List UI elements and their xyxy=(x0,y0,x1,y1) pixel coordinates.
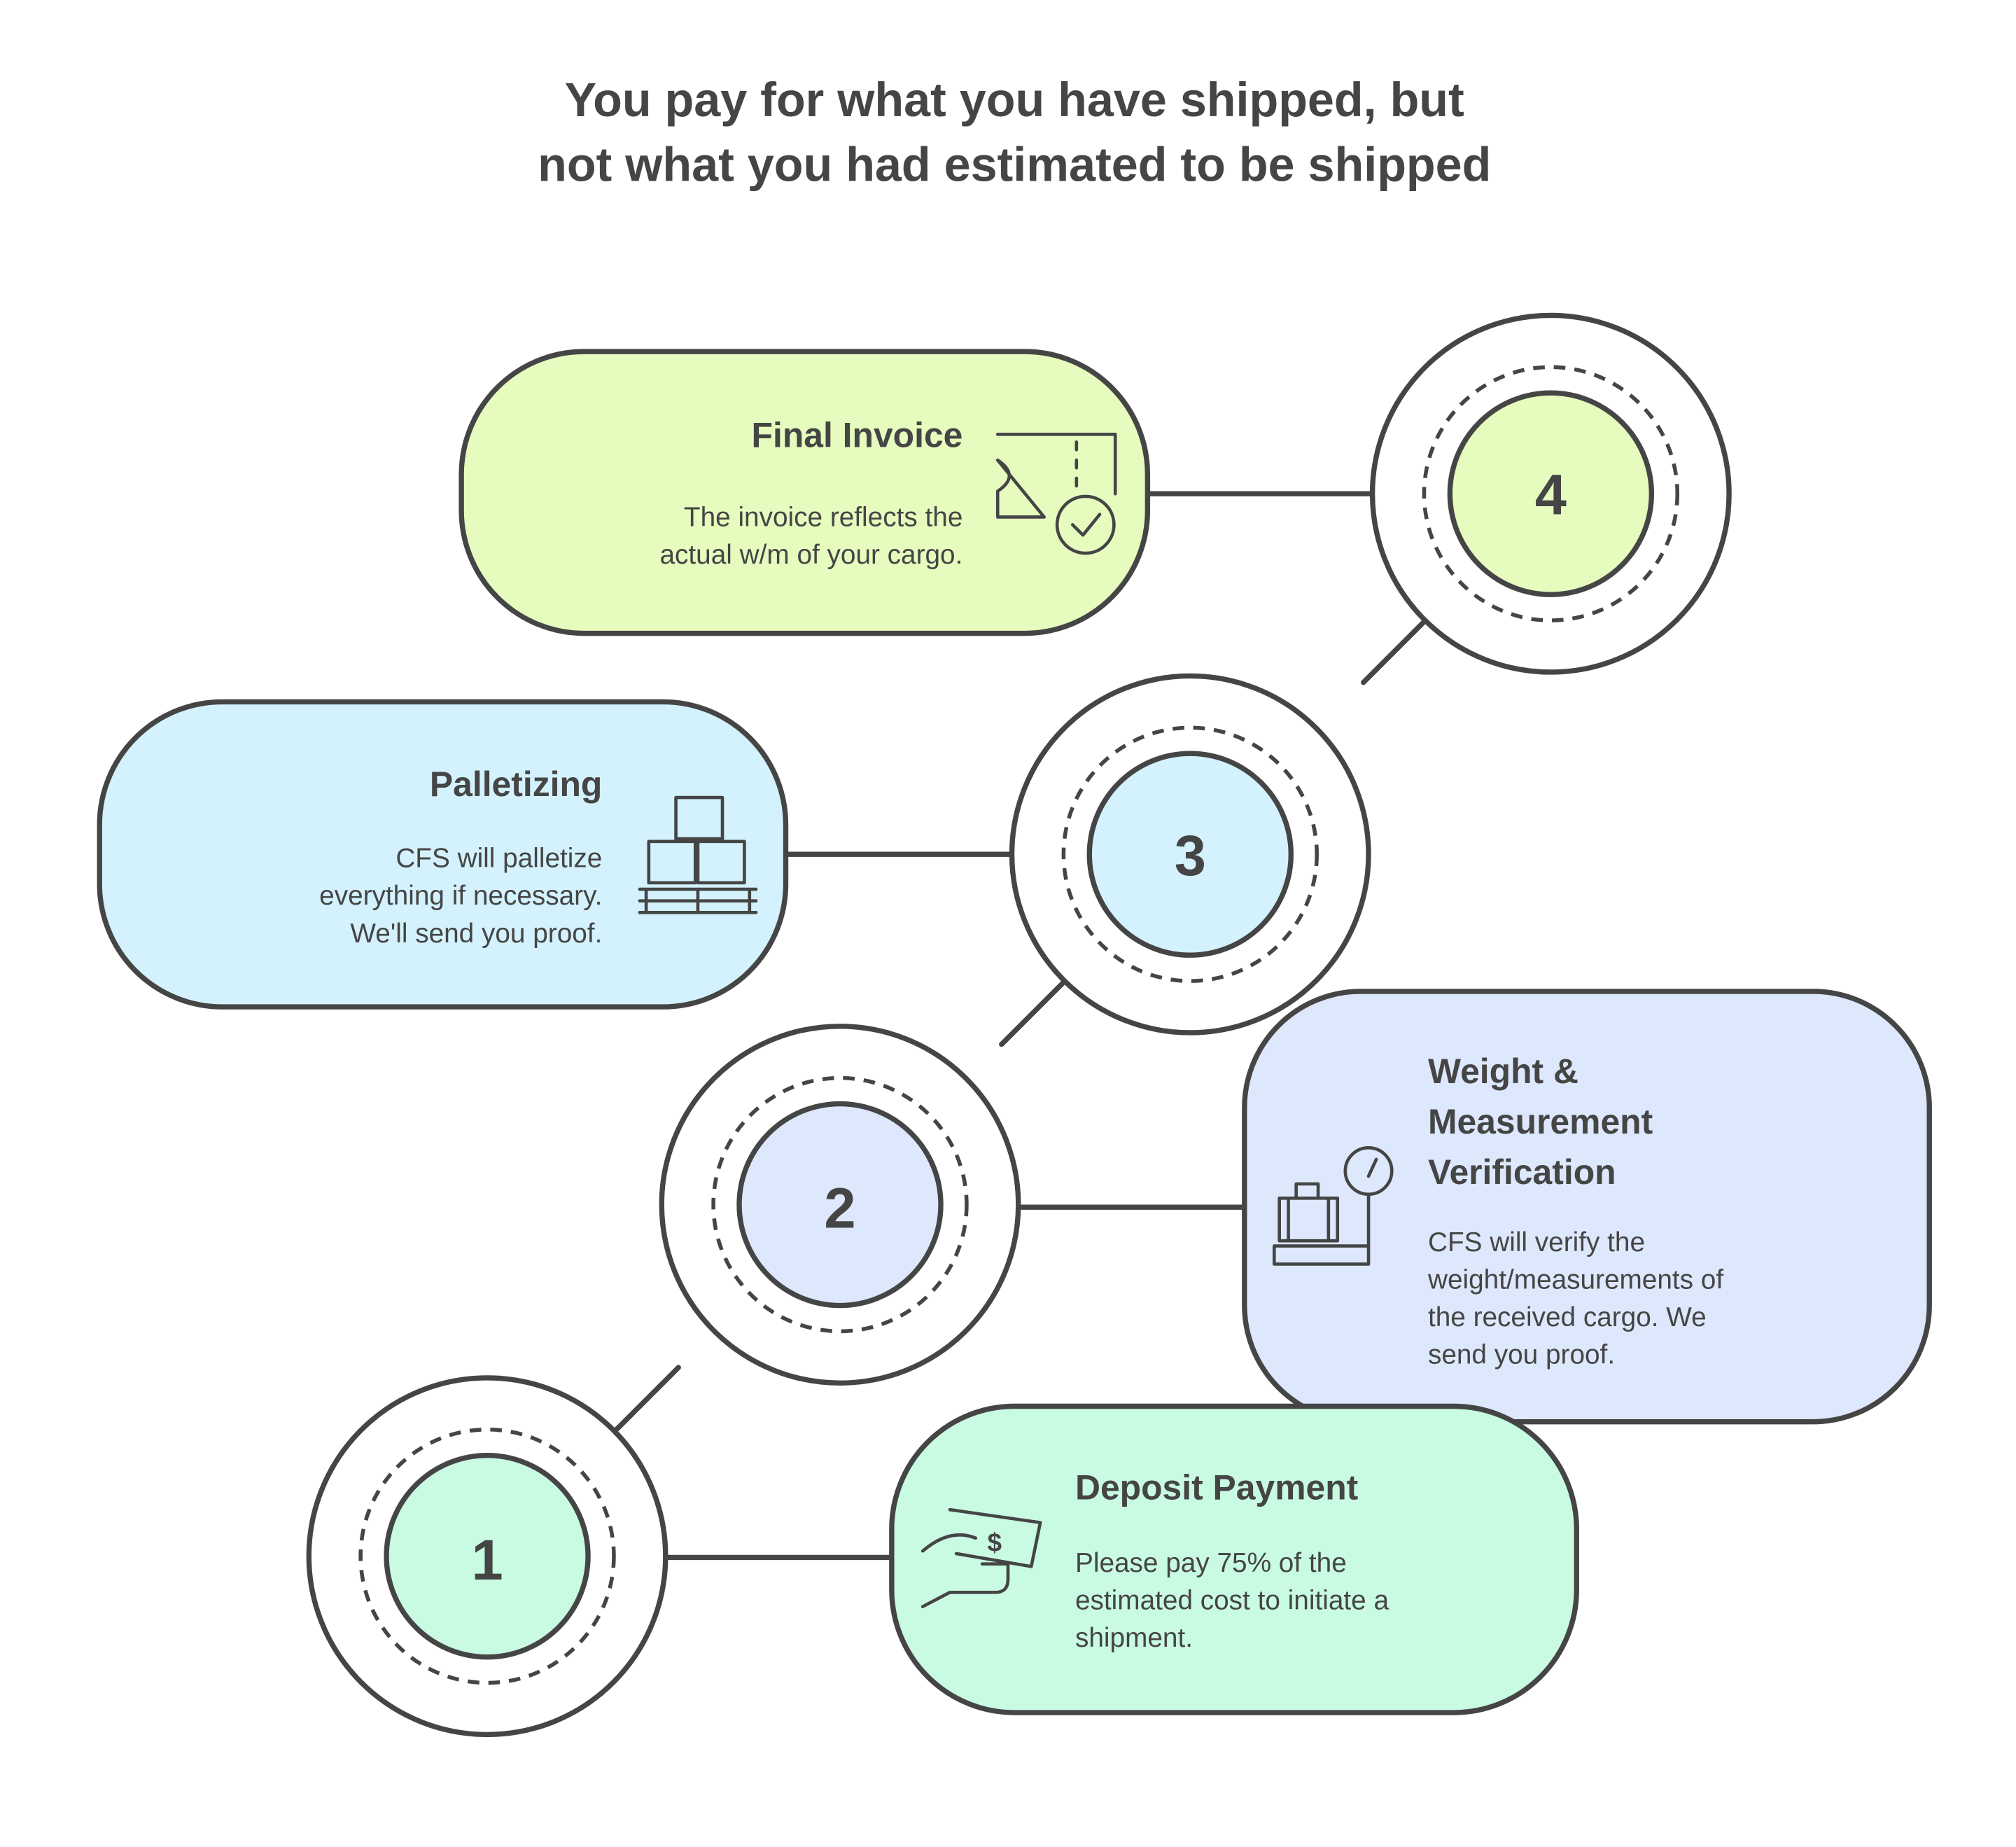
svg-text:$: $ xyxy=(987,1528,1002,1556)
step-3-desc-3: We'll send you proof. xyxy=(350,919,602,949)
scale-luggage-icon xyxy=(1272,1145,1394,1266)
step-1-desc-2: estimated cost to initiate a xyxy=(1075,1585,1389,1615)
step-4-desc-1: The invoice reflects the xyxy=(684,502,962,532)
connectors xyxy=(611,491,1428,1561)
step-1-title: Deposit Payment xyxy=(1075,1468,1358,1507)
step-2-card: Weight & Measurement Verification CFS wi… xyxy=(1242,989,1932,1425)
title-line-2: not what you had estimated to be shipped xyxy=(538,138,1491,191)
step-4-title: Final Invoice xyxy=(752,416,963,455)
step-2-marker: 2 xyxy=(659,1024,1021,1386)
step-1-marker: 1 xyxy=(306,1375,668,1738)
title-line-1: You pay for what you have shipped, but xyxy=(565,74,1464,127)
step-2-number: 2 xyxy=(824,1177,855,1241)
step-2-desc-1: CFS will verify the xyxy=(1428,1227,1645,1257)
hand-cash-icon: $ xyxy=(920,1507,1042,1608)
step-4-desc-2: actual w/m of your cargo. xyxy=(659,540,962,570)
step-2-desc-4: send you proof. xyxy=(1428,1340,1615,1370)
step-3-card: Palletizing CFS will palletize everythin… xyxy=(97,699,789,1010)
step-4-number: 4 xyxy=(1535,464,1567,527)
ticket-check-icon xyxy=(995,432,1117,555)
step-3-desc-2: everything if necessary. xyxy=(319,881,602,911)
step-2-desc-3: the received cargo. We xyxy=(1428,1302,1707,1332)
pallet-boxes-icon xyxy=(638,795,758,914)
step-2-title-2: Measurement xyxy=(1428,1102,1653,1141)
step-2-desc-2: weight/measurements of xyxy=(1427,1265,1723,1295)
step-1-number: 1 xyxy=(471,1528,503,1592)
step-3-desc-1: CFS will palletize xyxy=(396,844,602,874)
step-3-title: Palletizing xyxy=(430,765,602,804)
step-1-card: Deposit Payment Please pay 75% of the es… xyxy=(889,1403,1579,1715)
step-2-title-1: Weight & xyxy=(1428,1052,1578,1091)
step-1-desc-1: Please pay 75% of the xyxy=(1075,1548,1347,1578)
step-4-card: Final Invoice The invoice reflects the a… xyxy=(458,349,1151,636)
step-3-number: 3 xyxy=(1175,824,1206,888)
step-4-marker: 4 xyxy=(1369,312,1732,675)
step-2-title-3: Verification xyxy=(1428,1152,1616,1192)
step-3-marker: 3 xyxy=(1009,673,1371,1036)
step-1-desc-3: shipment. xyxy=(1075,1623,1193,1653)
